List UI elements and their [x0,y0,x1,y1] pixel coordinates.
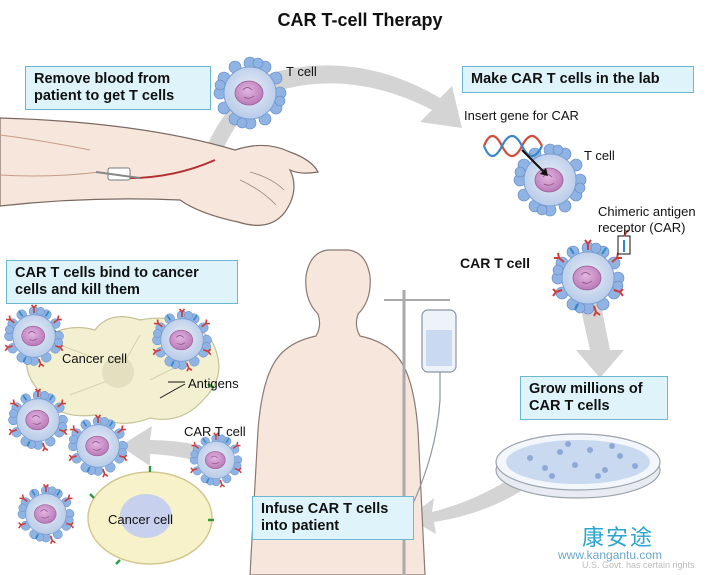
watermark-chinese: 康安途 [582,526,655,551]
step-remove-blood: Remove blood from patient to get T cells [25,66,211,110]
step-infuse: Infuse CAR T cells into patient [252,496,414,540]
insert-arrow [521,149,545,173]
label-t-cell-lab: T cell [584,148,615,163]
watermark-rights: U.S. Govt. has certain rights [582,560,695,570]
step-make-car-t: Make CAR T cells in the lab [462,66,694,93]
patient-silhouette [249,249,426,575]
dna-icon [482,134,543,158]
car-t-cell-attack-4 [68,415,127,477]
label-car-t-cell-lab: CAR T cell [460,255,531,271]
watermark-url: www.kangantu.com [558,548,663,562]
page-title: CAR T-cell Therapy [277,10,443,30]
iv-stand [384,290,457,575]
label-t-cell-top: T cell [286,64,317,79]
label-cancer-cell-1: Cancer cell [62,351,128,366]
label-cancer-cell-2: Cancer cell [108,512,174,527]
step-bind-kill: CAR T cells bind to cancer cells and kil… [6,260,238,304]
cancer-cell-small [87,466,214,565]
flow-arrow-to-lab [255,65,462,128]
car-t-cell-attack-5 [18,484,74,543]
label-chimeric-antigen-receptor: Chimeric antigen receptor (CAR) [598,204,696,235]
flow-arrow-to-infuse [408,472,532,534]
antigens-pointer [159,381,186,399]
label-car-t-cell-small: CAR T cell [184,424,246,439]
car-t-cell-lab [552,240,624,316]
arm-illustration [0,117,319,226]
car-t-cell-infused [190,433,242,488]
label-insert-gene: Insert gene for CAR [464,108,579,123]
flow-arrow-to-grow [576,300,624,378]
step-grow: Grow millions of CAR T cells [520,376,668,420]
t-cell-lab [513,143,587,217]
petri-dish [495,433,661,499]
label-antigens: Antigens [188,376,239,391]
